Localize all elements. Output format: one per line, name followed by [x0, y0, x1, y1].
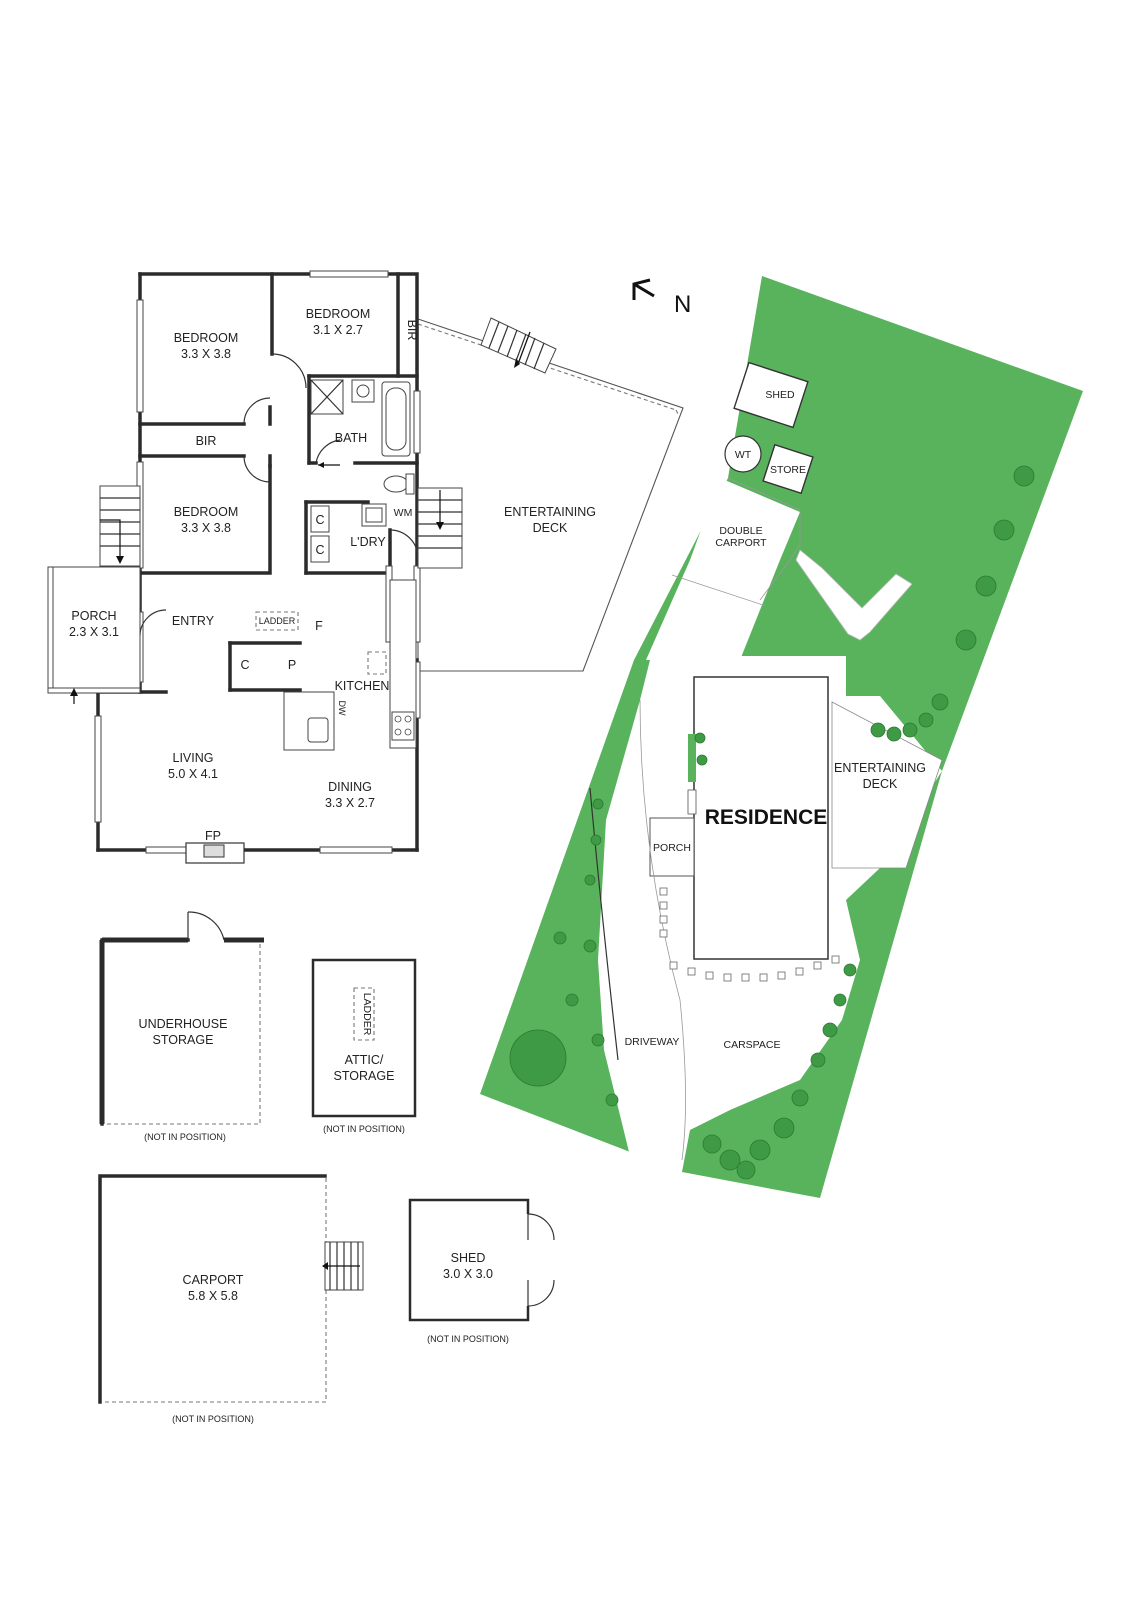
stepping-stones: [659, 887, 840, 982]
label-bath: BATH: [335, 431, 367, 445]
site-shed-label: SHED: [765, 389, 795, 401]
label-c1: C: [315, 513, 324, 527]
trees: [509, 465, 1035, 1180]
window: [319, 846, 393, 854]
underhouse-note: (NOT IN POSITION): [144, 1132, 226, 1142]
label-c2: C: [315, 543, 324, 557]
residence: [693, 676, 829, 960]
main-floor-plan: BEDROOM 3.3 X 3.8 BEDROOM 3.1 X 2.7 BEDR…: [47, 270, 684, 864]
window: [94, 715, 102, 823]
label-fp: FP: [205, 829, 221, 843]
attic-line1: ATTIC/: [345, 1053, 384, 1067]
porch-area: [47, 485, 141, 704]
label-p: P: [288, 658, 296, 672]
rear-steps: [417, 487, 463, 569]
room-size-bedroom1: 3.3 X 3.8: [181, 347, 231, 361]
carport-note: (NOT IN POSITION): [172, 1414, 254, 1424]
shed-note: (NOT IN POSITION): [427, 1334, 509, 1344]
site-deck: [831, 701, 943, 869]
label-ladder: LADDER: [259, 616, 296, 626]
room-size-bedroom3: 3.3 X 3.8: [181, 521, 231, 535]
label-entry: ENTRY: [172, 614, 215, 628]
underhouse-storage: UNDERHOUSE STORAGE (NOT IN POSITION): [99, 911, 264, 1142]
door-swings: [139, 353, 419, 637]
site-residence-label: RESIDENCE: [705, 806, 828, 829]
site-porch-label: PORCH: [653, 842, 691, 854]
kitchen-fixtures: [255, 579, 417, 751]
room-name-bedroom3: BEDROOM: [174, 505, 239, 519]
carport-name: CARPORT: [183, 1273, 244, 1287]
attic-note: (NOT IN POSITION): [323, 1124, 405, 1134]
window: [413, 390, 421, 454]
shed-name: SHED: [451, 1251, 486, 1265]
site-double-carport-line1: DOUBLE: [719, 525, 762, 537]
window: [309, 270, 389, 278]
underhouse-line2: STORAGE: [153, 1033, 214, 1047]
label-bir-mid: BIR: [196, 434, 217, 448]
label-deck-line2: DECK: [533, 521, 568, 535]
carport-size: 5.8 X 5.8: [188, 1289, 238, 1303]
site-deck-line1: ENTERTAINING: [834, 761, 926, 775]
site-plan: SHED WT STORE DOUBLE CARPORT RESIDENCE P…: [480, 276, 1083, 1198]
attic-line2: STORAGE: [334, 1069, 395, 1083]
label-deck-line1: ENTERTAINING: [504, 505, 596, 519]
label-laundry: L'DRY: [350, 535, 386, 549]
bath-fixtures: [310, 379, 415, 495]
label-c3: C: [240, 658, 249, 672]
room-name-bedroom1: BEDROOM: [174, 331, 239, 345]
room-size-bedroom2: 3.1 X 2.7: [313, 323, 363, 337]
room-size-porch: 2.3 X 3.1: [69, 625, 119, 639]
label-dw: DW: [337, 701, 347, 716]
attic-ladder: LADDER: [361, 993, 373, 1036]
attic-storage: LADDER ATTIC/ STORAGE (NOT IN POSITION): [311, 958, 417, 1134]
room-name-porch: PORCH: [71, 609, 116, 623]
room-size-dining: 3.3 X 2.7: [325, 796, 375, 810]
room-size-living: 5.0 X 4.1: [168, 767, 218, 781]
site-driveway-label: DRIVEWAY: [625, 1036, 680, 1048]
site-double-carport-line2: CARPORT: [715, 537, 767, 549]
window: [136, 299, 144, 413]
north-arrow-icon: [632, 278, 655, 300]
carport: CARPORT 5.8 X 5.8 (NOT IN POSITION): [98, 1174, 364, 1424]
room-name-dining: DINING: [328, 780, 372, 794]
label-kitchen: KITCHEN: [335, 679, 390, 693]
fireplace: [185, 842, 245, 864]
compass-label: N: [674, 291, 691, 318]
label-f: F: [315, 619, 323, 633]
site-carspace-label: CARSPACE: [724, 1039, 781, 1051]
laundry-fixtures: [310, 503, 387, 563]
underhouse-line1: UNDERHOUSE: [139, 1017, 228, 1031]
room-name-living: LIVING: [173, 751, 214, 765]
label-bir-top: BIR: [405, 320, 419, 341]
shed-size: 3.0 X 3.0: [443, 1267, 493, 1281]
site-wt-label: WT: [735, 449, 752, 461]
label-wm: WM: [394, 507, 413, 519]
site-store-label: STORE: [770, 464, 806, 476]
deck-steps: [480, 317, 557, 374]
shed: SHED 3.0 X 3.0 (NOT IN POSITION): [408, 1198, 555, 1344]
compass: N: [632, 278, 691, 318]
room-name-bedroom2: BEDROOM: [306, 307, 371, 321]
site-deck-line2: DECK: [863, 777, 898, 791]
